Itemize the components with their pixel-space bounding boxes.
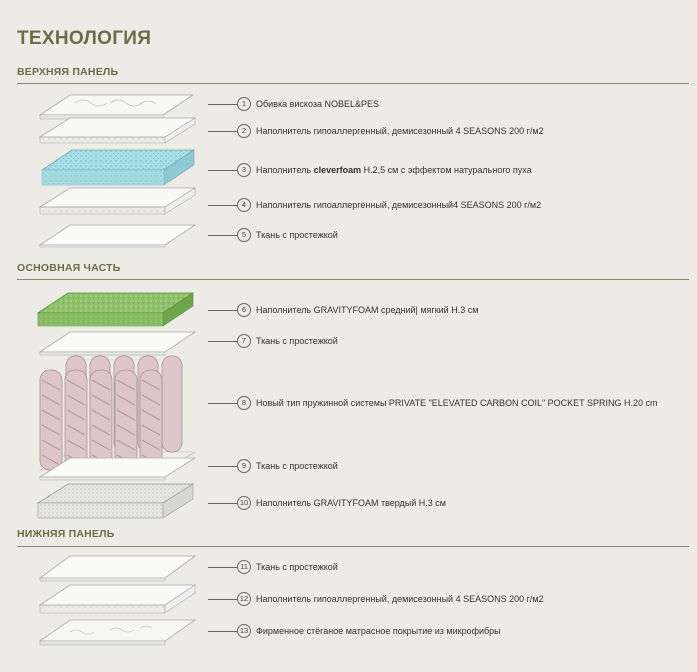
number-marker: 11 xyxy=(237,560,251,574)
layer-description: Наполнитель гипоаллергенный, демисезонны… xyxy=(256,200,542,210)
layer-label-11: 11 Ткань с простежкой xyxy=(208,560,338,574)
number-marker: 12 xyxy=(237,592,251,606)
layer-label-4: 4 Наполнитель гипоаллергенный, демисезон… xyxy=(208,198,541,212)
layer-label-3: 3 Наполнитель cleverfoam H.2,5 см с эффе… xyxy=(208,163,532,177)
section-divider-bottom xyxy=(17,546,689,547)
layer-12-filler xyxy=(38,584,197,614)
layer-description: Наполнитель гипоаллергенный, демисезонны… xyxy=(256,126,544,136)
layer-1-upholstery xyxy=(38,94,195,120)
layer-11-fabric xyxy=(38,555,197,582)
layer-13-quilted-cover xyxy=(38,619,197,646)
section-title-top: ВЕРХНЯЯ ПАНЕЛЬ xyxy=(17,66,119,78)
number-marker: 4 xyxy=(237,198,251,212)
brand-cleverfoam: cleverfoam xyxy=(313,165,362,175)
layer-description: Наполнитель GRAVITYFOAM средний| мягкий … xyxy=(256,305,479,315)
layer-8-pocket-springs xyxy=(38,355,197,471)
layer-description: Ткань с простежкой xyxy=(256,230,338,240)
number-marker: 6 xyxy=(237,303,251,317)
number-marker: 1 xyxy=(237,97,251,111)
layer-description: Наполнитель гипоаллергенный, демисезонны… xyxy=(256,594,544,604)
layer-2-filler xyxy=(38,117,197,144)
layer-description: Наполнитель GRAVITYFOAM твердый H.3 см xyxy=(256,498,446,508)
layer-description: Обивка вискоза NOBEL&PES xyxy=(256,99,380,109)
number-marker: 9 xyxy=(237,459,251,473)
layer-label-1: 1 Обивка вискоза NOBEL&PES xyxy=(208,97,379,111)
number-marker: 2 xyxy=(237,124,251,138)
number-marker: 8 xyxy=(237,396,251,410)
layer-label-5: 5 Ткань с простежкой xyxy=(208,228,338,242)
layer-label-10: 10 Наполнитель GRAVITYFOAM твердый H.3 с… xyxy=(208,496,446,510)
number-marker: 5 xyxy=(237,228,251,242)
section-title-main: ОСНОВНАЯ ЧАСТЬ xyxy=(17,262,121,274)
layer-7-fabric xyxy=(38,331,197,356)
layer-label-8: 8 Новый тип пружинной системы PRIVATE "E… xyxy=(208,396,658,410)
layer-5-fabric xyxy=(38,224,197,248)
layer-label-12: 12 Наполнитель гипоаллергенный, демисезо… xyxy=(208,592,544,606)
layer-label-13: 13 Фирменное стёганое матрасное покрытие… xyxy=(208,624,501,638)
number-marker: 3 xyxy=(237,163,251,177)
number-marker: 10 xyxy=(237,496,251,510)
number-marker: 7 xyxy=(237,334,251,348)
layer-description: Новый тип пружинной системы PRIVATE "ELE… xyxy=(256,398,658,408)
layer-description: Ткань с простежкой xyxy=(256,336,338,346)
layer-description: Фирменное стёганое матрасное покрытие из… xyxy=(256,626,501,636)
layer-description: Наполнитель cleverfoam H.2,5 см с эффект… xyxy=(256,165,532,175)
section-divider-top xyxy=(17,83,689,84)
page-title: ТЕХНОЛОГИЯ xyxy=(17,28,152,49)
layer-label-2: 2 Наполнитель гипоаллергенный, демисезон… xyxy=(208,124,544,138)
layer-label-6: 6 Наполнитель GRAVITYFOAM средний| мягки… xyxy=(208,303,478,317)
layer-9-fabric xyxy=(38,457,197,481)
number-marker: 13 xyxy=(237,624,251,638)
layer-3-cleverfoam xyxy=(40,149,196,186)
layer-description: Ткань с простежкой xyxy=(256,562,338,572)
layer-description: Ткань с простежкой xyxy=(256,461,338,471)
layer-label-7: 7 Ткань с простежкой xyxy=(208,334,338,348)
section-divider-main xyxy=(17,279,689,280)
layer-10-gravityfoam-firm xyxy=(36,483,195,519)
layer-label-9: 9 Ткань с простежкой xyxy=(208,459,338,473)
layer-4-filler xyxy=(38,187,197,215)
layer-6-gravityfoam-soft xyxy=(36,292,195,327)
section-title-bottom: НИЖНЯЯ ПАНЕЛЬ xyxy=(17,528,115,540)
